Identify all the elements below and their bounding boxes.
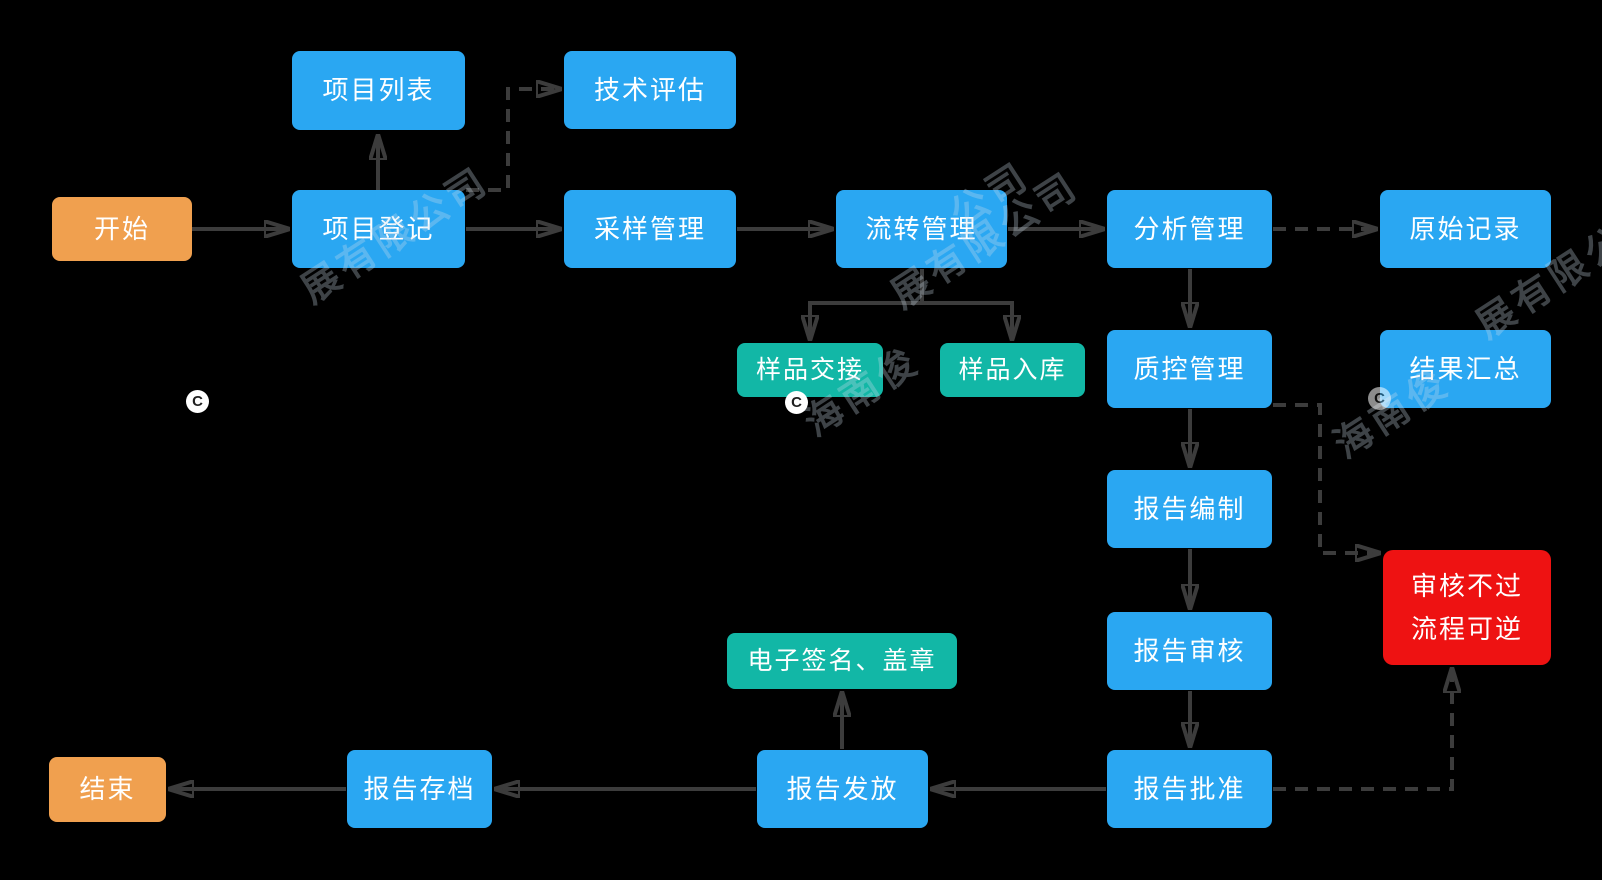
node-project-list: 项目列表 xyxy=(292,51,465,130)
node-label: 原始记录 xyxy=(1409,213,1522,244)
node-label: 采样管理 xyxy=(593,213,706,244)
node-review-failed-reversible: 审核不过流程可逆 xyxy=(1383,550,1551,665)
node-label: 结果汇总 xyxy=(1409,353,1522,384)
node-sample-handover: 样品交接 xyxy=(737,343,883,397)
node-technical-evaluation: 技术评估 xyxy=(564,51,736,129)
node-label: 报告存档 xyxy=(363,773,476,804)
node-label: 分析管理 xyxy=(1133,213,1246,244)
node-label: 审核不过 xyxy=(1410,571,1523,602)
node-label: 开始 xyxy=(93,213,150,244)
node-label: 项目列表 xyxy=(322,75,435,106)
edge-circulation-management-to-sample-storage xyxy=(922,301,1012,340)
edge-quality-control-to-review-failed-reversible xyxy=(1273,403,1380,553)
node-label: 报告编制 xyxy=(1133,493,1246,524)
node-report-review: 报告审核 xyxy=(1107,612,1272,690)
node-label: 报告发放 xyxy=(786,773,899,804)
node-report-archive: 报告存档 xyxy=(347,750,492,828)
node-electronic-signature-seal: 电子签名、盖章 xyxy=(727,633,957,689)
node-label: 质控管理 xyxy=(1133,353,1246,384)
node-label: 结束 xyxy=(79,774,136,805)
node-sampling-management: 采样管理 xyxy=(564,190,736,268)
node-label: 技术评估 xyxy=(593,74,706,105)
node-label: 报告审核 xyxy=(1133,635,1246,666)
node-label: 样品入库 xyxy=(958,355,1067,384)
node-sample-storage: 样品入库 xyxy=(940,343,1085,397)
edge-project-registration-to-technical-evaluation xyxy=(466,89,561,192)
node-report-compilation: 报告编制 xyxy=(1107,470,1272,548)
node-label: 流程可逆 xyxy=(1410,613,1523,644)
edge-circulation-management-to-sample-handover xyxy=(810,269,924,340)
node-label: 电子签名、盖章 xyxy=(747,646,937,675)
node-original-records: 原始记录 xyxy=(1380,190,1551,268)
node-project-registration: 项目登记 xyxy=(292,190,465,268)
node-end: 结束 xyxy=(49,757,166,822)
node-analysis-management: 分析管理 xyxy=(1107,190,1272,268)
node-report-distribution: 报告发放 xyxy=(757,750,928,828)
node-label: 样品交接 xyxy=(755,355,864,384)
node-label: 项目登记 xyxy=(322,213,435,244)
node-start: 开始 xyxy=(52,197,192,261)
node-quality-control: 质控管理 xyxy=(1107,330,1272,408)
node-result-summary: 结果汇总 xyxy=(1380,330,1551,408)
node-circulation-management: 流转管理 xyxy=(836,190,1007,268)
node-report-approval: 报告批准 xyxy=(1107,750,1272,828)
node-label: 报告批准 xyxy=(1133,773,1246,804)
node-label: 流转管理 xyxy=(865,213,978,244)
edge-report-approval-to-review-failed-reversible xyxy=(1273,668,1452,791)
